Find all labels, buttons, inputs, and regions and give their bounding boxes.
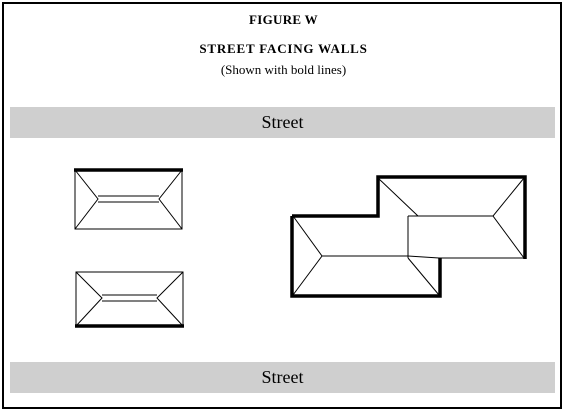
building-right-lower-hip-left — [292, 215, 323, 296]
building-right-upper-hip-left — [377, 177, 420, 217]
figure-title: FIGURE W — [249, 12, 318, 27]
building-right-street-wall-top — [292, 175, 527, 259]
building-right-lower-hip-right — [407, 255, 440, 259]
street-bottom: Street — [10, 362, 555, 393]
building-bottom-left-outline — [75, 271, 184, 327]
building-bottom-left — [75, 271, 184, 328]
figure-frame — [2, 2, 562, 409]
building-top-left-outline — [74, 169, 183, 230]
building-right-street-wall-bottom — [290, 216, 442, 298]
building-bottom-left-ridge-left — [75, 271, 103, 327]
building-top-left — [74, 168, 183, 230]
building-right — [290, 175, 527, 298]
building-right-lower-hip-bottom — [407, 257, 440, 296]
figure-subtitle: STREET FACING WALLS — [199, 41, 368, 56]
figure-note: (Shown with bold lines) — [220, 62, 347, 77]
building-top-left-ridge-right — [158, 169, 183, 230]
building-top-left-ridge — [74, 169, 99, 230]
street-top: Street — [10, 107, 555, 138]
building-bottom-left-ridge-right — [156, 271, 184, 327]
building-right-upper-hip-right — [492, 177, 525, 259]
